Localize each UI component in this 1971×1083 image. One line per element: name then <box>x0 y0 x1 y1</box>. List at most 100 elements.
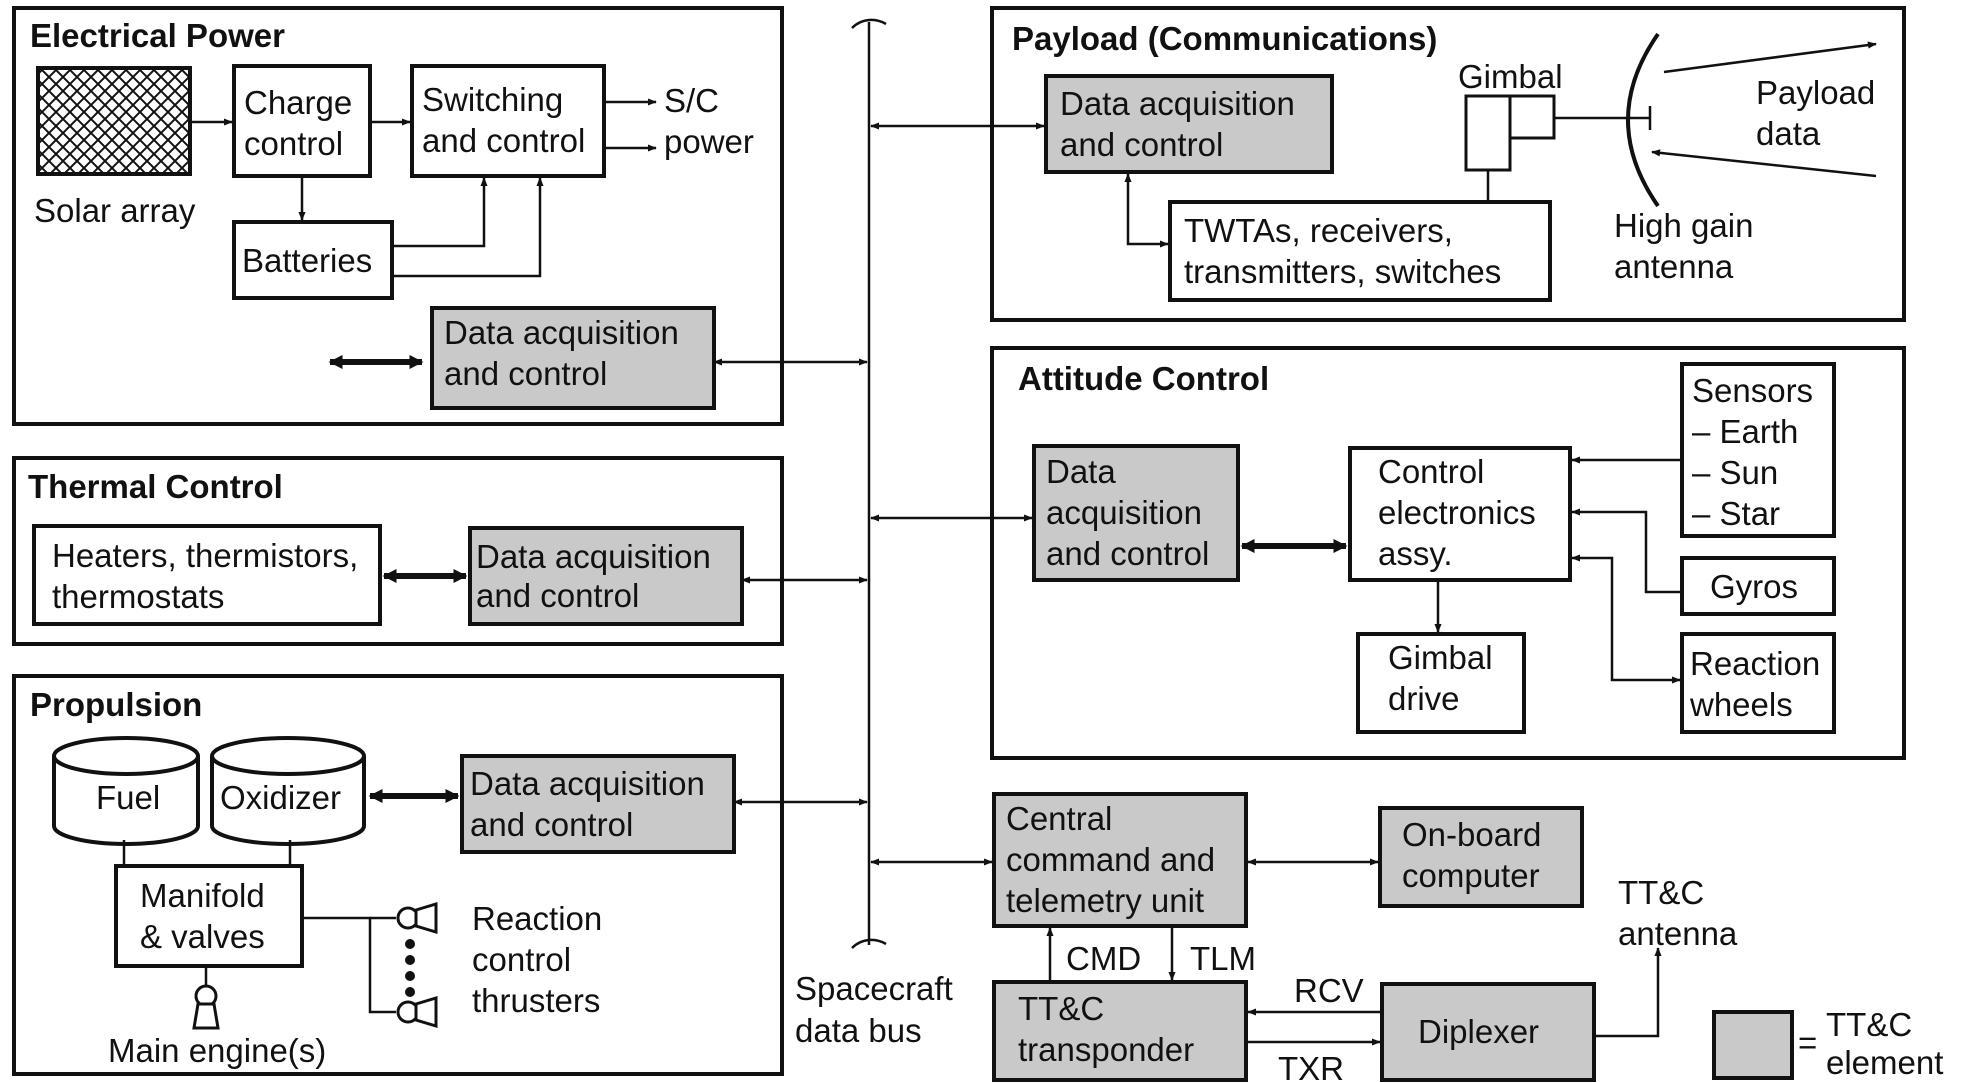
propulsion-daq-label-1: Data acquisition <box>470 765 705 802</box>
ttc-antenna-label-1: TT&C <box>1618 874 1704 911</box>
legend-label-2: element <box>1826 1044 1943 1081</box>
payload-daq-label-2: and control <box>1060 126 1223 163</box>
sc-power-label-1: S/C <box>664 82 719 119</box>
main-engine-label: Main engine(s) <box>108 1032 326 1069</box>
thruster-icon-bottom <box>396 995 438 1029</box>
legend-label-1: TT&C <box>1826 1006 1912 1043</box>
spacecraft-data-bus: Spacecraft data bus <box>795 18 953 1049</box>
payload-daq-box <box>1044 74 1334 174</box>
heaters-label-2: thermostats <box>52 578 224 615</box>
charge-control-label-1: Charge <box>244 84 352 121</box>
ttc-antenna-label-2: antenna <box>1618 915 1738 952</box>
control-electronics-label-1: Control <box>1378 453 1484 490</box>
payload-data-label-2: data <box>1756 115 1821 152</box>
rcv-label: RCV <box>1294 972 1364 1009</box>
manifold-label-2: & valves <box>140 918 265 955</box>
attitude-control-title: Attitude Control <box>1018 360 1269 397</box>
thruster-ellipsis-icon <box>405 939 415 997</box>
transponder-box <box>992 980 1248 1082</box>
rcs-label-1: Reaction <box>472 900 602 937</box>
sensors-label-3: – Sun <box>1692 454 1778 491</box>
attitude-daq-box <box>1032 444 1240 582</box>
obc-box <box>1378 806 1584 908</box>
heaters-box <box>32 524 382 626</box>
payload-subsystem: Payload (Communications) Data acquisitio… <box>870 6 1906 322</box>
thermal-daq-box <box>468 526 744 626</box>
electrical-daq-label-2: and control <box>444 355 607 392</box>
attitude-daq-label-3: and control <box>1046 535 1209 572</box>
control-electronics-label-2: electronics <box>1378 494 1536 531</box>
propulsion-title: Propulsion <box>30 686 202 723</box>
legend-swatch <box>1712 1010 1794 1080</box>
payload-daq-label-1: Data acquisition <box>1060 85 1295 122</box>
sensors-label-2: – Earth <box>1692 413 1798 450</box>
propulsion-frame <box>12 674 784 1076</box>
tlm-label: TLM <box>1190 940 1256 977</box>
solar-array-icon <box>36 66 192 176</box>
payload-title: Payload (Communications) <box>1012 20 1437 57</box>
attitude-daq-label-2: acquisition <box>1046 494 1202 531</box>
cmd-label: CMD <box>1066 940 1141 977</box>
electrical-daq-box <box>430 306 716 410</box>
bus-label-line-1: Spacecraft <box>795 970 953 1007</box>
txr-label: TXR <box>1278 1050 1344 1083</box>
reaction-wheels-box <box>1680 632 1836 734</box>
twtas-box <box>1168 200 1552 302</box>
electrical-power-frame <box>12 6 784 426</box>
thermal-control-title: Thermal Control <box>28 468 283 505</box>
sensors-box <box>1680 362 1836 538</box>
batteries-label: Batteries <box>242 242 372 279</box>
rcs-label-3: thrusters <box>472 982 600 1019</box>
attitude-daq-label-1: Data <box>1046 453 1116 490</box>
electrical-power-title: Electrical Power <box>30 17 285 54</box>
obc-label-2: computer <box>1402 857 1540 894</box>
manifold-box <box>114 864 304 968</box>
payload-frame <box>990 6 1906 322</box>
propulsion-subsystem: Propulsion Fuel Oxidizer Data acquisitio… <box>12 674 868 1076</box>
gimbal-drive-box <box>1356 632 1526 734</box>
control-electronics-label-3: assy. <box>1378 535 1453 572</box>
propulsion-daq-label-2: and control <box>470 806 633 843</box>
electrical-daq-label-1: Data acquisition <box>444 314 679 351</box>
obc-label-1: On-board <box>1402 816 1541 853</box>
legend: = TT&C element <box>1712 1006 1943 1081</box>
cctu-label-2: command and <box>1006 841 1215 878</box>
switching-label-1: Switching <box>422 81 563 118</box>
oxidizer-tank-icon <box>210 736 366 846</box>
gyros-label: Gyros <box>1710 568 1798 605</box>
thruster-icon-top <box>396 901 438 935</box>
gyros-box <box>1680 556 1836 616</box>
thermal-daq-label-1: Data acquisition <box>476 538 711 575</box>
sensors-label-4: – Star <box>1692 495 1780 532</box>
fuel-label: Fuel <box>96 779 160 816</box>
twtas-label-1: TWTAs, receivers, <box>1184 212 1453 249</box>
sc-power-label-2: power <box>664 123 754 160</box>
payload-data-label-1: Payload <box>1756 74 1875 111</box>
sensors-label-1: Sensors <box>1692 372 1813 409</box>
hga-label-2: antenna <box>1614 248 1734 285</box>
legend-equals: = <box>1798 1024 1817 1061</box>
diplexer-box <box>1380 982 1596 1082</box>
gimbal-drive-label-1: Gimbal <box>1388 639 1493 676</box>
electrical-power-subsystem: Electrical Power Solar array Charge cont… <box>12 6 868 426</box>
control-electronics-box <box>1348 446 1572 582</box>
heaters-label-1: Heaters, thermistors, <box>52 537 358 574</box>
rcs-label-2: control <box>472 941 571 978</box>
gimbal-drive-label-2: drive <box>1388 680 1460 717</box>
attitude-control-frame <box>990 346 1906 760</box>
gimbal-label: Gimbal <box>1458 58 1563 95</box>
attitude-control-subsystem: Attitude Control Data acquisition and co… <box>870 346 1906 760</box>
thermal-daq-label-2: and control <box>476 577 639 614</box>
charge-control-label-2: control <box>244 125 343 162</box>
cctu-label-1: Central <box>1006 800 1112 837</box>
diplexer-label: Diplexer <box>1418 1013 1539 1050</box>
thermal-control-frame <box>12 456 784 646</box>
switching-label-2: and control <box>422 122 585 159</box>
oxidizer-label: Oxidizer <box>220 779 341 816</box>
high-gain-antenna-icon <box>1626 32 1660 208</box>
cctu-label-3: telemetry unit <box>1006 882 1204 919</box>
manifold-label-1: Manifold <box>140 877 265 914</box>
batteries-box <box>232 220 394 300</box>
reaction-wheels-label-1: Reaction <box>1690 645 1820 682</box>
